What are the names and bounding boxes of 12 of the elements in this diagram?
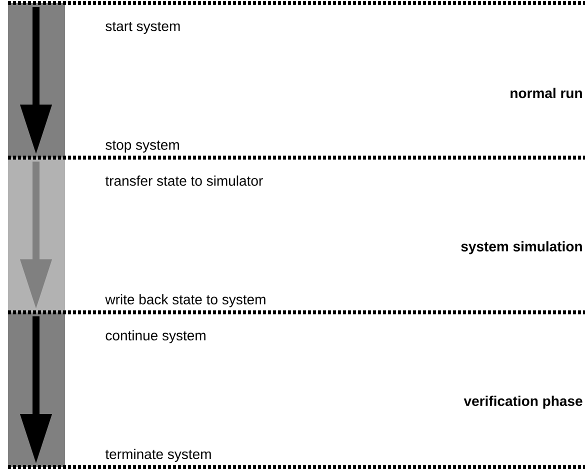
step-text: continue system xyxy=(106,330,206,344)
phase-title: verification phase xyxy=(464,396,582,409)
step-text: stop system xyxy=(106,140,179,153)
phase-title: system simulation xyxy=(461,241,582,254)
step-text: transfer state to simulator xyxy=(105,176,263,186)
step-text: terminate system xyxy=(105,448,211,462)
phase-bar-drawing xyxy=(8,158,65,312)
step-text: write back state to system xyxy=(105,294,266,308)
phase-title: normal run xyxy=(510,88,582,98)
step-text: start system xyxy=(106,22,180,34)
phase-bar-drawing xyxy=(8,312,65,468)
phase-bar-drawing xyxy=(8,2,65,158)
